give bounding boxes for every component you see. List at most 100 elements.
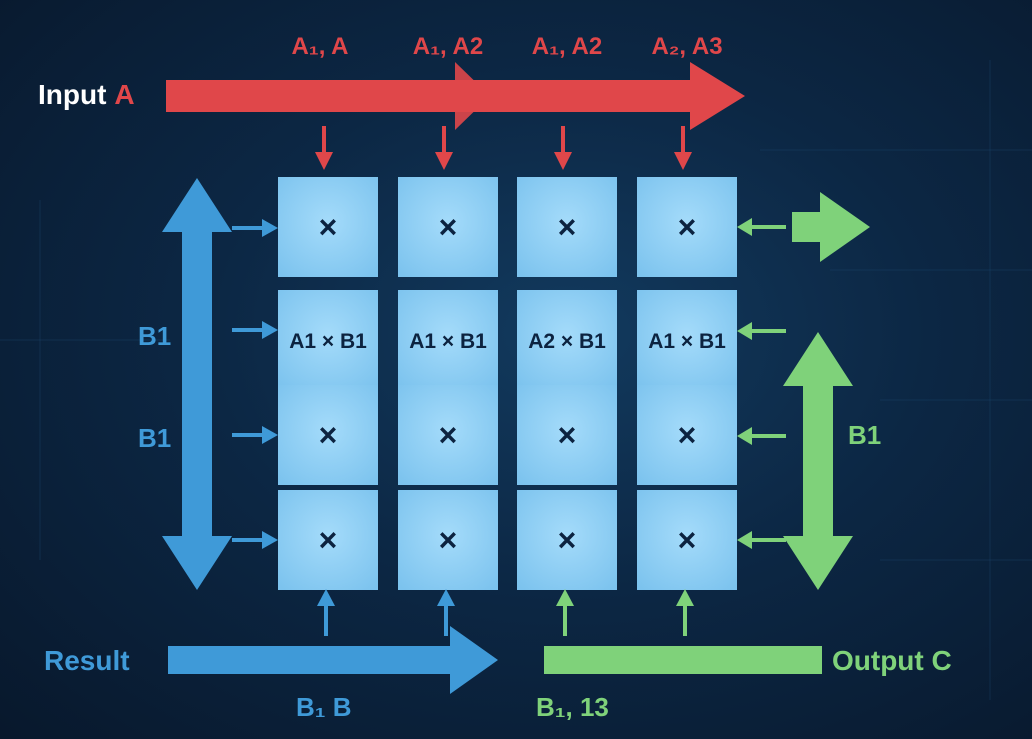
left-label-2: B1 [138,423,171,453]
multiply-symbol: × [558,522,577,558]
grid-cell: × [517,490,617,590]
multiply-symbol: × [678,522,697,558]
cell-box [637,290,737,390]
input-drop-stem [681,126,685,156]
result-arrow [168,626,498,694]
right-feed-stem [750,225,786,229]
cell-box [517,490,617,590]
grid-cell: × [278,177,378,277]
input-column-label: A₂, A3 [651,33,722,60]
input-drop-stem [322,126,326,156]
grid-cell: × [637,490,737,590]
cell-box [398,490,498,590]
left-feed-stem [232,433,264,437]
background-lines [0,60,1032,700]
bottom-feed-stem [683,600,687,636]
left-feed-arrows [232,219,278,549]
input-drop-stem [561,126,565,156]
right-feed-stem [750,538,786,542]
bottom-feed-stem [444,600,448,636]
bottom-feed-stem [563,600,567,636]
cell-box [637,177,737,277]
multiply-symbol: × [678,417,697,453]
output-sub-label: B₁, 13 [536,692,609,722]
input-drop-head [315,152,333,170]
cell-box [398,290,498,390]
result-sub-label: B₁ B [296,692,352,722]
grid-cell: × [278,385,378,485]
input-column-label: A₁, A2 [413,33,483,60]
output-right-arrow [792,192,870,262]
grid-cell: A1 × B1 [637,290,737,390]
left-feed-stem [232,538,264,542]
result-label: Result [44,645,130,676]
multiply-symbol: × [558,417,577,453]
cell-box [278,290,378,390]
multiply-symbol: × [558,209,577,245]
multiply-symbol: × [439,417,458,453]
cell-box [637,490,737,590]
grid-cell: × [398,490,498,590]
right-feed-head [737,531,752,549]
grid-cell: × [517,177,617,277]
left-feed-head [262,426,278,444]
cell-box [517,290,617,390]
right-feed-head [737,427,752,445]
grid-cell: A2 × B1 [517,290,617,390]
input-drop-head [674,152,692,170]
grid-cell: × [637,177,737,277]
input-labels: A₁, A A₁, A2 A₁, A2 A₂, A3 [291,33,722,60]
right-double-arrow [783,332,853,590]
right-label: B1 [848,420,881,450]
right-feed-head [737,322,752,340]
processing-grid: × × × × A1 × B1 A1 × B1 A2 × B1 A1 × B1 × × × × × × × × [278,177,737,590]
input-drop-head [435,152,453,170]
cell-product-label: A1 × B1 [289,330,367,353]
input-column-label: A₁, A2 [532,33,602,60]
bottom-feed-arrows [317,589,694,636]
output-bar [544,646,822,674]
cell-box [278,490,378,590]
multiply-symbol: × [439,522,458,558]
left-feed-stem [232,328,264,332]
bottom-feed-head [676,589,694,606]
grid-cell: A1 × B1 [278,290,378,390]
input-arrow-mid-head [445,62,490,130]
left-feed-head [262,321,278,339]
multiply-symbol: × [319,209,338,245]
left-feed-stem [232,226,264,230]
cell-box [398,177,498,277]
grid-cell: × [637,385,737,485]
multiply-symbol: × [319,417,338,453]
multiply-symbol: × [319,522,338,558]
cell-product-label: A1 × B1 [409,330,487,353]
cell-box [278,177,378,277]
grid-cell: × [517,385,617,485]
left-double-arrow [162,178,232,590]
input-drop-stem [442,126,446,156]
grid-cell: × [398,385,498,485]
right-feed-stem [750,329,786,333]
bottom-feed-head [556,589,574,606]
cell-box [398,385,498,485]
cell-product-label: A2 × B1 [528,330,606,353]
cell-box [517,385,617,485]
cell-box [517,177,617,277]
cell-product-label: A1 × B1 [648,330,726,353]
multiply-symbol: × [678,209,697,245]
grid-cell: × [398,177,498,277]
right-feed-arrows [737,218,786,549]
right-feed-stem [750,434,786,438]
left-feed-head [262,219,278,237]
output-label: Output C [832,645,952,676]
multiply-symbol: × [439,209,458,245]
cell-box [637,385,737,485]
bottom-feed-stem [324,600,328,636]
input-drop-arrows [315,126,692,170]
input-column-label: A₁, A [291,33,348,60]
input-drop-head [554,152,572,170]
bottom-feed-head [317,589,335,606]
grid-cell: × [278,490,378,590]
